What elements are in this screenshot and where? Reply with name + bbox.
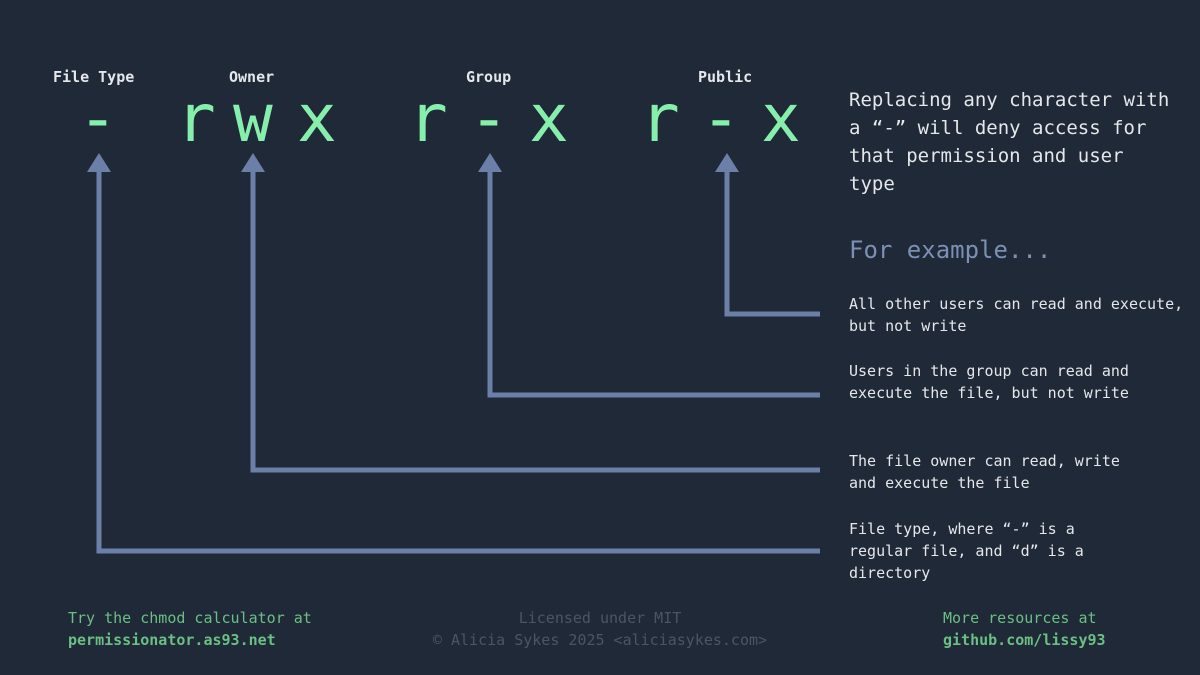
perm-group-write: - [469,80,509,157]
license-text: Licensed under MIT [518,609,682,627]
example-heading: For example... [849,236,1052,264]
arrow-owner [250,168,820,473]
intro-text: Replacing any character with a “-” will … [849,89,1170,195]
perm-public-write: - [701,80,741,157]
arrow-group [487,168,820,398]
footer-center: Licensed under MIT © Alicia Sykes 2025 <… [300,607,900,651]
footer-left: Try the chmod calculator at permissionat… [68,607,312,651]
perm-public-execute: x [761,80,801,157]
label-group: Group [466,68,512,86]
desc-group: Users in the group can read and execute … [849,362,1129,402]
arrowhead-owner [241,153,265,172]
calculator-link[interactable]: permissionator.as93.net [68,631,276,649]
desc-file-type: File type, where “-” is a regular file, … [849,520,1084,582]
perm-owner-read: r [176,80,216,157]
desc-owner: The file owner can read, write and execu… [849,452,1120,492]
perm-file-type: - [78,80,118,157]
footer-left-text: Try the chmod calculator at [68,609,312,627]
footer-right: More resources at github.com/lissy93 [943,607,1106,651]
arrowhead-file-type [87,153,111,172]
perm-public-read: r [640,80,680,157]
copyright-text: © Alicia Sykes 2025 <aliciasykes.com> [432,631,768,649]
perm-owner-execute: x [297,80,337,157]
label-file-type: File Type [53,68,135,86]
arrowhead-public [715,153,739,172]
perm-group-read: r [408,80,448,157]
perm-owner-write: w [233,80,273,157]
footer-right-text: More resources at [943,609,1097,627]
perm-group-execute: x [529,80,569,157]
arrowhead-group [478,153,502,172]
label-owner: Owner [229,68,275,86]
desc-public: All other users can read and execute, bu… [849,295,1184,335]
github-link[interactable]: github.com/lissy93 [943,631,1106,649]
arrow-public [724,168,820,317]
label-public: Public [698,68,753,86]
arrow-file-type [96,168,820,554]
